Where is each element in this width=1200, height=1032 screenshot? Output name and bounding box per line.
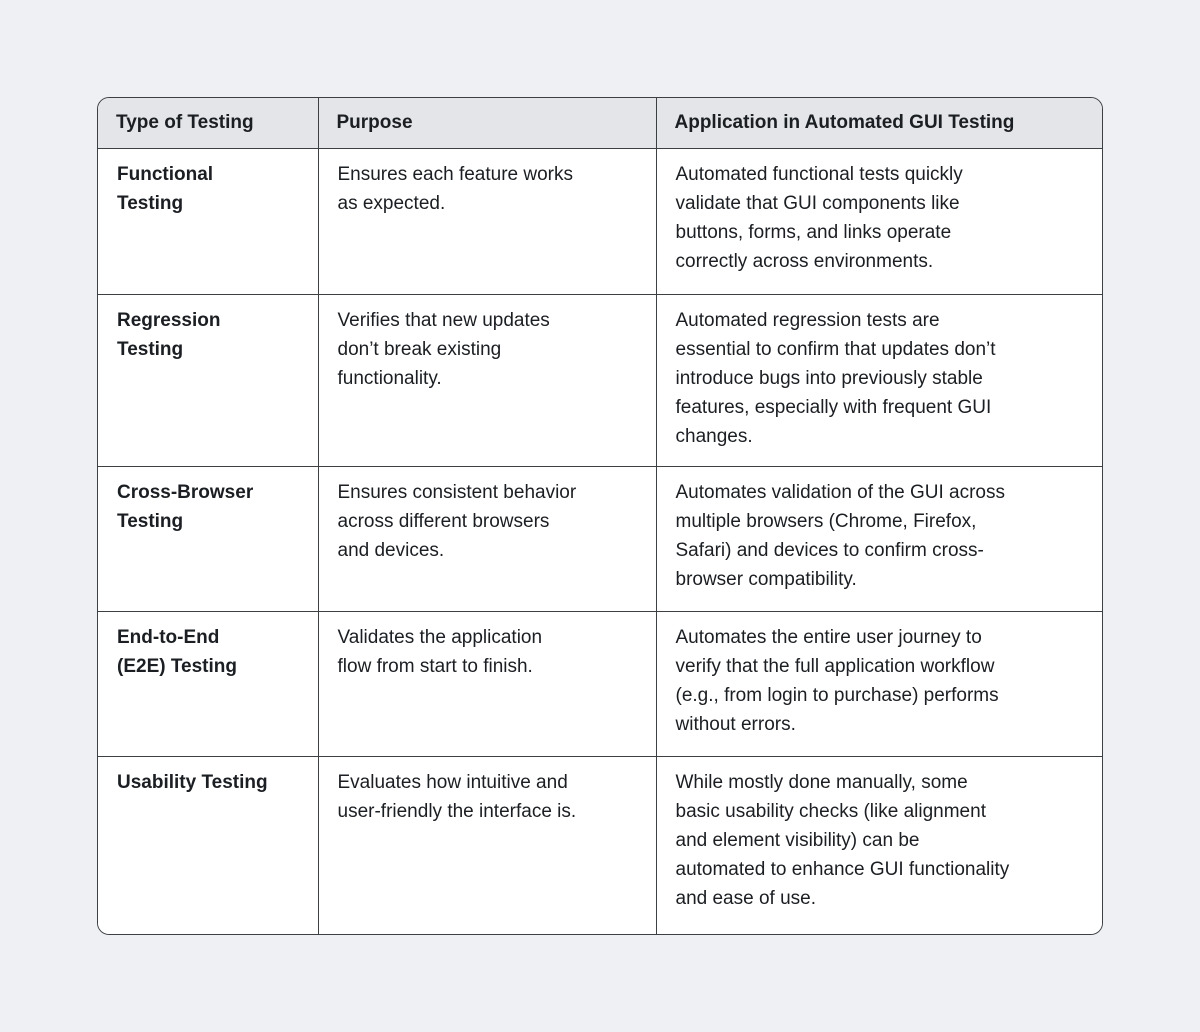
cell-usability-purpose: Evaluates how intuitive and user-friendl… <box>317 755 657 934</box>
cell-e2e-purpose: Validates the application flow from star… <box>317 610 657 757</box>
cell-regression-type: Regression Testing <box>98 293 319 467</box>
cell-functional-purpose: Ensures each feature works as expected. <box>317 147 657 295</box>
column-header-type-of-testing: Type of Testing <box>98 98 319 149</box>
table-row-end-to-end-testing: End-to-End (E2E) Testing Validates the a… <box>98 610 1102 757</box>
cell-functional-application: Automated functional tests quickly valid… <box>655 147 1102 295</box>
table-row-functional-testing: Functional Testing Ensures each feature … <box>98 147 1102 295</box>
cell-cross-browser-application: Automates validation of the GUI across m… <box>655 465 1102 612</box>
cell-usability-application: While mostly done manually, some basic u… <box>655 755 1102 934</box>
cell-e2e-type: End-to-End (E2E) Testing <box>98 610 319 757</box>
table-header-row: Type of Testing Purpose Application in A… <box>98 98 1102 149</box>
cell-regression-purpose: Verifies that new updates don’t break ex… <box>317 293 657 467</box>
cell-usability-type: Usability Testing <box>98 755 319 934</box>
testing-types-table-grid: Type of Testing Purpose Application in A… <box>98 98 1102 934</box>
column-header-application: Application in Automated GUI Testing <box>655 98 1102 149</box>
cell-regression-application: Automated regression tests are essential… <box>655 293 1102 467</box>
table-row-regression-testing: Regression Testing Verifies that new upd… <box>98 293 1102 467</box>
cell-e2e-application: Automates the entire user journey to ver… <box>655 610 1102 757</box>
table-row-usability-testing: Usability Testing Evaluates how intuitiv… <box>98 755 1102 934</box>
column-header-purpose: Purpose <box>317 98 657 149</box>
cell-cross-browser-type: Cross-Browser Testing <box>98 465 319 612</box>
table-row-cross-browser-testing: Cross-Browser Testing Ensures consistent… <box>98 465 1102 612</box>
cell-cross-browser-purpose: Ensures consistent behavior across diffe… <box>317 465 657 612</box>
cell-functional-type: Functional Testing <box>98 147 319 295</box>
testing-types-table: Type of Testing Purpose Application in A… <box>97 97 1103 935</box>
